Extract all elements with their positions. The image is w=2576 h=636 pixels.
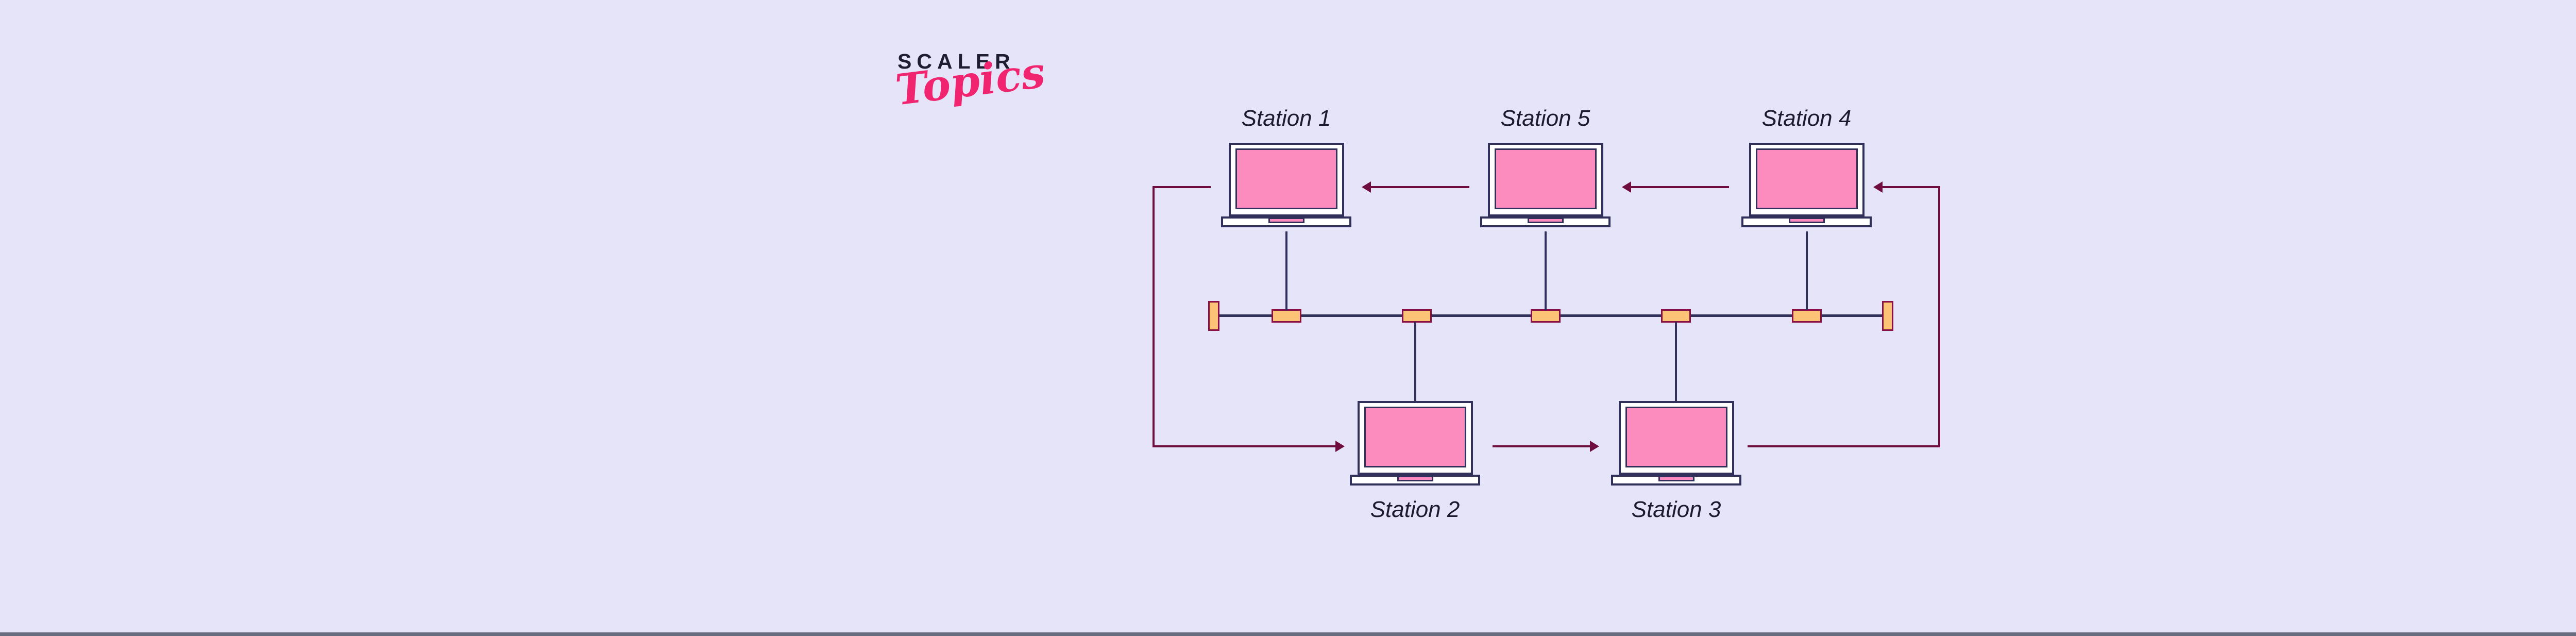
station-5-label: Station 5	[1500, 106, 1590, 131]
flow-line-left-vertical	[1153, 186, 1155, 447]
arrowhead-into-station2	[1335, 441, 1345, 452]
station-4-label: Station 4	[1761, 106, 1852, 131]
footer-accent-bar	[0, 632, 2576, 636]
laptop-monitor-frame	[1618, 401, 1734, 475]
arrowhead-into-station4	[1873, 181, 1883, 193]
laptop-hinge-notch	[1397, 476, 1433, 481]
bus-tap-station-2	[1402, 309, 1432, 323]
laptop-monitor-frame	[1749, 143, 1865, 216]
drop-cable-station-5	[1545, 231, 1547, 310]
laptop-hinge-notch	[1268, 218, 1304, 223]
laptop-icon	[1221, 143, 1351, 227]
drop-cable-station-4	[1806, 231, 1808, 310]
laptop-icon	[1350, 401, 1480, 486]
bus-tap-station-3	[1661, 309, 1691, 323]
laptop-hinge-notch	[1527, 218, 1564, 223]
station-node-4: Station 4	[1741, 106, 1872, 227]
laptop-icon	[1480, 143, 1611, 227]
laptop-screen	[1625, 407, 1727, 467]
laptop-base	[1480, 216, 1611, 227]
drop-cable-station-3	[1675, 322, 1677, 401]
laptop-hinge-notch	[1788, 218, 1825, 223]
flow-arrow-station2-to-station3	[1493, 445, 1590, 447]
station-node-2: Station 2	[1350, 401, 1480, 522]
station-2-label: Station 2	[1370, 497, 1460, 522]
laptop-monitor-frame	[1357, 401, 1473, 475]
arrowhead-into-station1	[1362, 181, 1371, 193]
flow-line-into-station4	[1883, 186, 1940, 188]
laptop-screen	[1755, 148, 1858, 209]
bus-terminator-left	[1208, 301, 1219, 331]
station-3-label: Station 3	[1631, 497, 1721, 522]
laptop-screen	[1364, 407, 1466, 467]
logo-title: SCALER	[897, 49, 1015, 73]
laptop-base	[1741, 216, 1872, 227]
laptop-base	[1611, 475, 1741, 486]
laptop-screen	[1235, 148, 1337, 209]
laptop-base	[1350, 475, 1480, 486]
laptop-monitor-frame	[1228, 143, 1344, 216]
bus-terminator-right	[1882, 301, 1893, 331]
laptop-monitor-frame	[1487, 143, 1603, 216]
station-node-1: Station 1	[1221, 106, 1351, 227]
laptop-screen	[1494, 148, 1597, 209]
laptop-hinge-notch	[1658, 476, 1694, 481]
station-node-3: Station 3	[1611, 401, 1741, 522]
laptop-icon	[1611, 401, 1741, 486]
arrowhead-into-station3	[1590, 441, 1599, 452]
flow-arrow-station5-to-station1	[1371, 186, 1469, 188]
drop-cable-station-2	[1414, 322, 1416, 401]
arrowhead-into-station5	[1622, 181, 1631, 193]
drop-cable-station-1	[1285, 231, 1287, 310]
bus-tap-station-4	[1792, 309, 1822, 323]
flow-arrow-station4-to-station5	[1631, 186, 1729, 188]
station-node-5: Station 5	[1480, 106, 1611, 227]
scaler-topics-logo: SCALER Topics	[893, 48, 1047, 115]
bus-tap-station-5	[1531, 309, 1561, 323]
flow-line-right-vertical	[1938, 186, 1940, 447]
bus-tap-station-1	[1272, 309, 1301, 323]
station-1-label: Station 1	[1241, 106, 1331, 131]
flow-arrow-station1-to-station2	[1154, 445, 1335, 447]
laptop-base	[1221, 216, 1351, 227]
flow-line-station1-left	[1153, 186, 1211, 188]
flow-line-station3-right	[1748, 445, 1940, 447]
laptop-icon	[1741, 143, 1872, 227]
